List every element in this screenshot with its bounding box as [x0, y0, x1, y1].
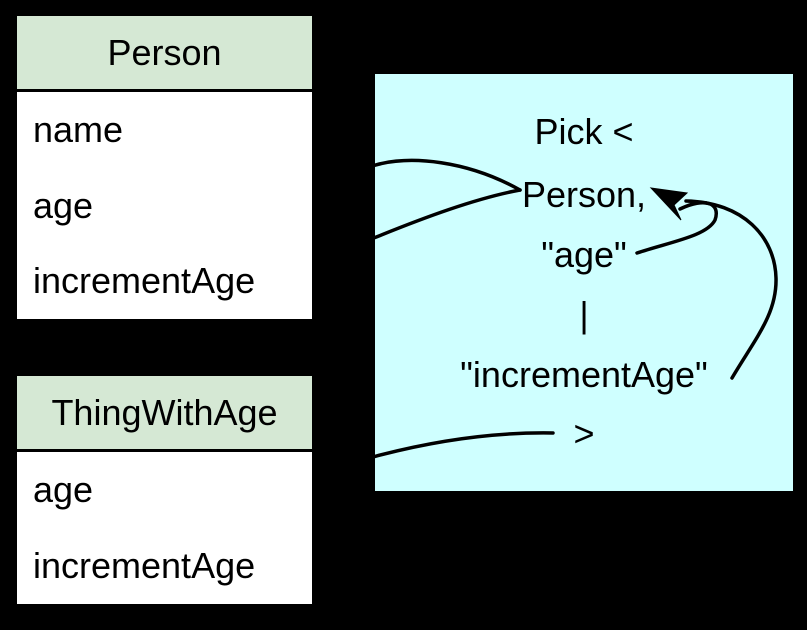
- arrow-incrementage-to-person: [684, 199, 778, 380]
- field-person-incrementage: incrementAge: [33, 260, 256, 302]
- class-title-thingwithage: ThingWithAge: [17, 376, 312, 452]
- field-thingwithage-age: age: [33, 469, 94, 510]
- pick-line-open: Pick <: [534, 111, 634, 152]
- field-person-name: name: [33, 108, 124, 150]
- class-fields-thingwithage: age incrementAge: [17, 452, 312, 604]
- pick-line-age-key: "age": [541, 234, 627, 275]
- pick-line-person: Person,: [521, 174, 647, 215]
- class-fields-person: name age incrementAge: [17, 92, 312, 319]
- class-box-thingwithage: ThingWithAge age incrementAge: [14, 373, 315, 607]
- pick-line-incrementage-key: "incrementAge": [460, 354, 708, 395]
- pick-line-union-pipe: |: [579, 294, 589, 335]
- class-title-person: Person: [17, 16, 312, 92]
- pick-expression-panel: Pick < Person, "age" | "incrementAge" >: [375, 74, 793, 491]
- class-box-person: Person name age incrementAge: [14, 13, 315, 322]
- field-thingwithage-incrementage: incrementAge: [33, 545, 256, 586]
- field-person-age: age: [33, 184, 94, 226]
- pick-line-close: >: [573, 413, 595, 454]
